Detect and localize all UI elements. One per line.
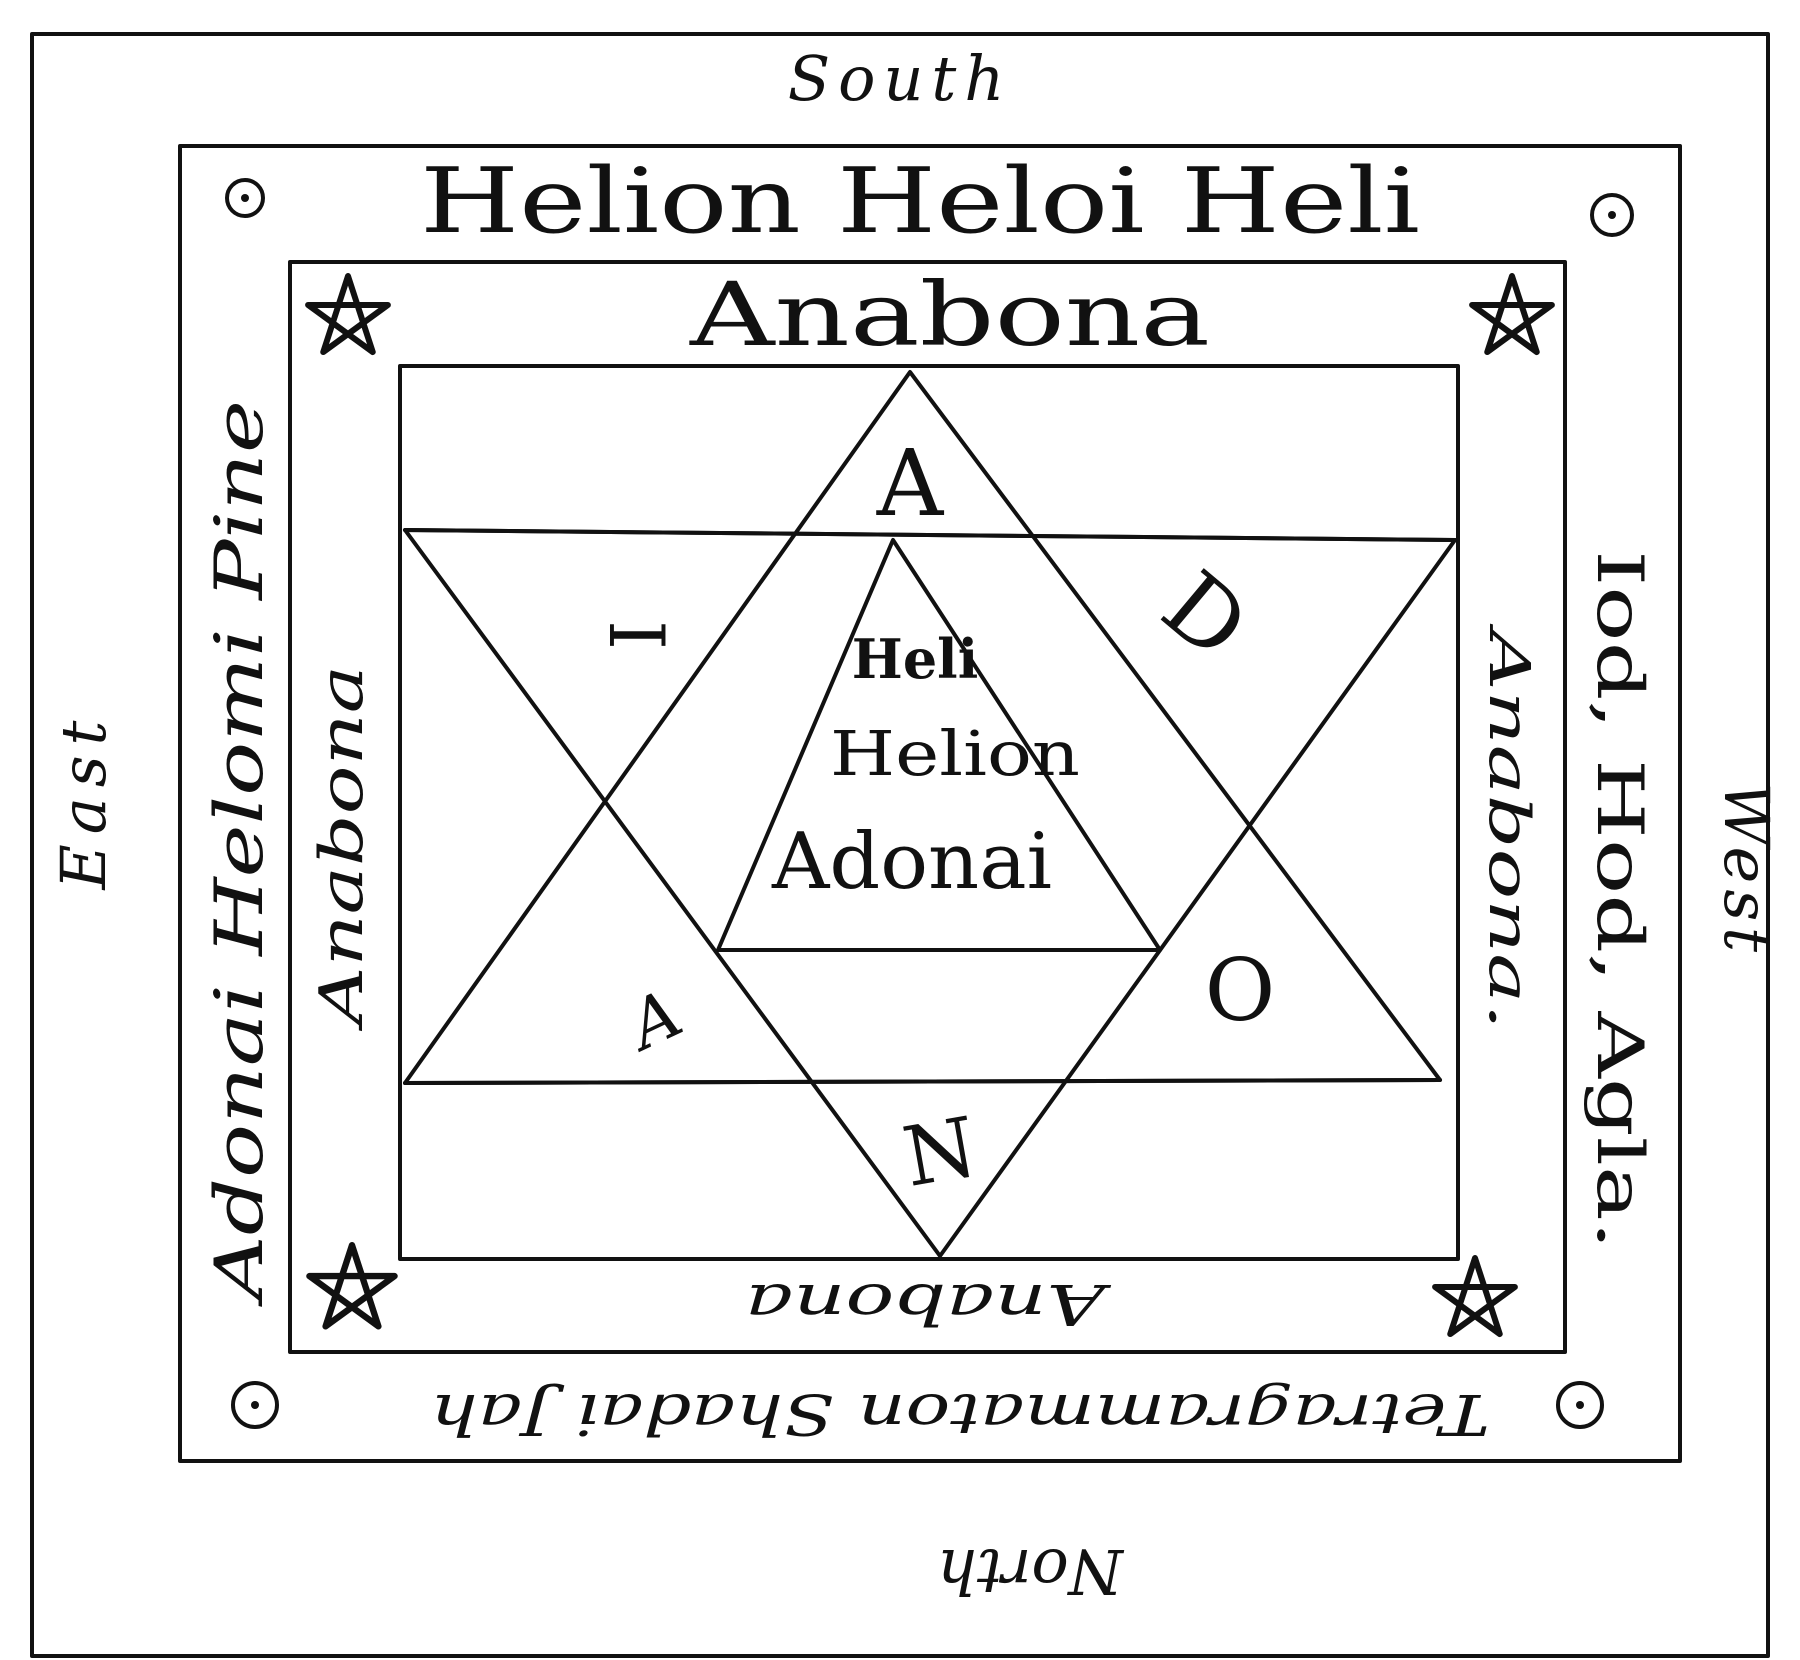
star-letter-lower-right: O xyxy=(1205,941,1276,1041)
circle-dot-icon xyxy=(231,1381,279,1429)
pentagram-icon xyxy=(1432,1255,1518,1338)
downward-triangle xyxy=(403,528,1457,1258)
star-letter-lower-left: A xyxy=(612,975,693,1067)
inner-band-bottom: Anabona xyxy=(745,1271,1112,1336)
direction-south: South xyxy=(788,42,1013,115)
pentagram-icon xyxy=(306,1241,398,1330)
direction-west: West xyxy=(1710,782,1783,958)
outer-band-bottom: Tetragrammaton Shadai Jah xyxy=(430,1381,1490,1446)
page-frame xyxy=(30,32,1770,1658)
star-letter-top: A xyxy=(876,430,945,537)
outer-square xyxy=(178,144,1682,1463)
inner-band-top: Anabona xyxy=(689,263,1210,366)
outer-band-left: Adonai Helomi Pine xyxy=(201,400,278,1308)
star-letter-upper-right: D xyxy=(1143,551,1268,680)
pentagram-icon xyxy=(305,273,391,356)
center-line-2: Helion xyxy=(830,717,1080,790)
center-line-1: Heli xyxy=(852,627,978,691)
center-triangle xyxy=(716,538,1162,952)
circle-dot-icon xyxy=(225,178,265,218)
outer-band-right: Iod, Hod, Agla. xyxy=(1582,550,1656,1250)
star-letter-upper-left: I xyxy=(592,620,681,650)
inner-band-left: Anabona xyxy=(307,665,377,1032)
upward-triangle xyxy=(403,370,1442,1085)
direction-east: East xyxy=(47,711,120,891)
inner-rectangle xyxy=(398,364,1460,1261)
circle-dot-icon xyxy=(1556,1381,1604,1429)
outer-band-top: Helion Heloi Heli xyxy=(420,149,1420,254)
inner-band-right: Anabona. xyxy=(1476,623,1541,1030)
star-letter-bottom: N xyxy=(897,1100,984,1206)
pentagram-icon xyxy=(1469,273,1555,356)
middle-square xyxy=(288,260,1567,1354)
circle-dot-icon xyxy=(1590,193,1634,237)
center-line-3: Adonai xyxy=(771,817,1052,907)
direction-north: North xyxy=(937,1535,1125,1608)
